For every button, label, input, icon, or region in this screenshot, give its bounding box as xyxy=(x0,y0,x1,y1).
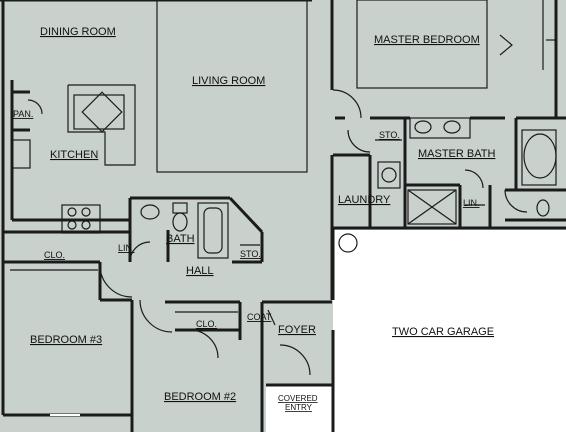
bedroom2-label: BEDROOM #2 xyxy=(164,391,236,403)
covered-entry-label-line1: COVERED xyxy=(278,394,318,403)
master-bath-label: MASTER BATH xyxy=(418,148,495,160)
pantry-label: PAN. xyxy=(13,109,33,119)
bedroom3-closet-label: CLO. xyxy=(44,250,65,260)
hall-linen-label: LIN. xyxy=(118,243,135,253)
dining-room-label: DINING ROOM xyxy=(40,26,116,38)
master-storage-label: STO. xyxy=(379,130,400,140)
hall-label: HALL xyxy=(186,265,214,277)
foyer-label: FOYER xyxy=(278,324,316,336)
covered-entry-label-line2: ENTRY xyxy=(285,403,313,412)
bedroom2-closet-label: CLO. xyxy=(196,319,217,329)
fixtures xyxy=(10,0,557,416)
bath-label: BATH xyxy=(166,233,195,245)
garage-label: TWO CAR GARAGE xyxy=(392,326,494,338)
entry-area xyxy=(266,385,332,432)
master-linen-label: LIN. xyxy=(463,198,480,208)
master-bedroom-label: MASTER BEDROOM xyxy=(374,34,480,46)
laundry-label: LAUNDRY xyxy=(338,194,391,206)
living-room-label: LIVING ROOM xyxy=(192,75,265,87)
coat-closet-label: COAT xyxy=(247,312,272,322)
bedroom3-label: BEDROOM #3 xyxy=(30,334,102,346)
hall-storage-label: STO. xyxy=(240,249,261,259)
kitchen-label: KITCHEN xyxy=(50,149,98,161)
garage-area xyxy=(333,230,566,432)
